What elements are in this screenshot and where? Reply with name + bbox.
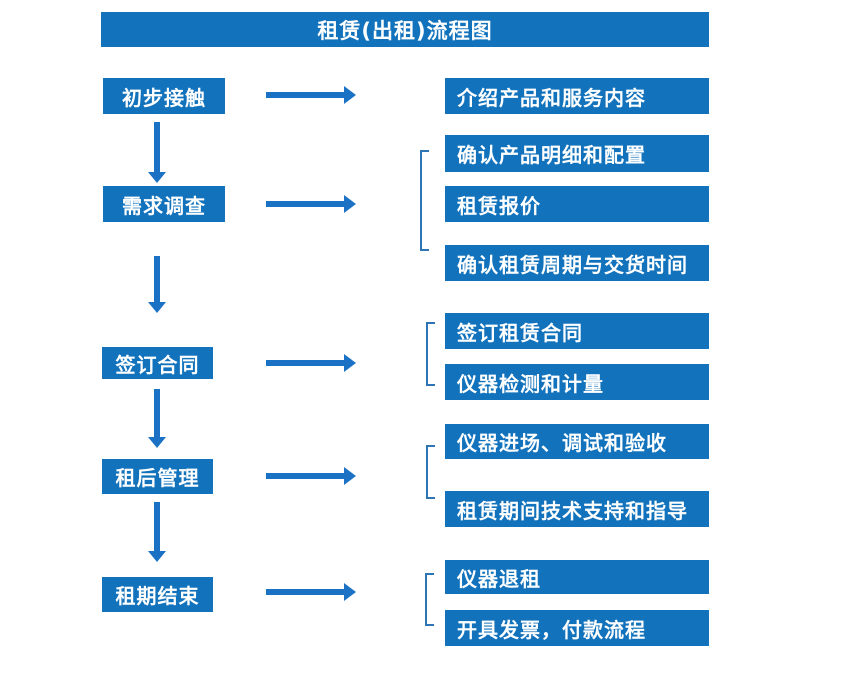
arrow-head — [148, 551, 166, 562]
arrow-shaft — [154, 256, 160, 302]
arrow-right-icon-row5 — [266, 583, 356, 601]
detail-box-invoice-payment: 开具发票，付款流程 — [445, 610, 709, 646]
group-bracket-sign-contract — [426, 322, 435, 386]
group-bracket-post-rental — [426, 445, 435, 499]
stage-box-demand-survey: 需求调查 — [103, 186, 225, 222]
arrow-head — [344, 86, 356, 104]
arrow-head — [344, 583, 356, 601]
arrow-head — [148, 302, 166, 313]
detail-box-sign-rental-contract: 签订租赁合同 — [445, 313, 709, 349]
arrow-head — [344, 354, 356, 372]
arrow-shaft — [266, 92, 344, 98]
arrow-head — [148, 172, 166, 183]
arrow-head — [344, 467, 356, 485]
detail-box-introduce-products-services: 介绍产品和服务内容 — [445, 78, 709, 114]
detail-box-instrument-return: 仪器退租 — [445, 560, 709, 594]
detail-box-confirm-product-details: 确认产品明细和配置 — [445, 135, 709, 172]
arrow-shaft — [266, 201, 344, 207]
group-bracket-rental-end — [425, 573, 434, 626]
flowchart-title: 租赁(出租)流程图 — [101, 12, 709, 47]
arrow-shaft — [154, 122, 160, 172]
group-bracket-demand-survey — [420, 150, 429, 251]
detail-box-rental-quotation: 租赁报价 — [445, 186, 709, 222]
arrow-shaft — [154, 389, 160, 437]
arrow-right-icon-row1 — [266, 86, 356, 104]
arrow-head — [148, 437, 166, 448]
detail-box-instrument-entry-commissioning: 仪器进场、调试和验收 — [445, 424, 709, 459]
stage-box-sign-contract: 签订合同 — [102, 347, 213, 379]
arrow-right-icon-row2 — [266, 195, 356, 213]
detail-box-confirm-rental-period-delivery: 确认租赁周期与交货时间 — [445, 245, 709, 281]
arrow-shaft — [154, 502, 160, 551]
detail-box-rental-tech-support: 租赁期间技术支持和指导 — [445, 491, 709, 527]
arrow-shaft — [266, 589, 344, 595]
stage-box-post-rental-management: 租后管理 — [102, 459, 213, 494]
arrow-right-icon-row3 — [266, 354, 356, 372]
arrow-shaft — [266, 360, 344, 366]
detail-box-instrument-inspection-measurement: 仪器检测和计量 — [445, 364, 709, 400]
arrow-head — [344, 195, 356, 213]
arrow-right-icon-row4 — [266, 467, 356, 485]
arrow-shaft — [266, 473, 344, 479]
stage-box-rental-end: 租期结束 — [102, 577, 213, 612]
stage-box-initial-contact: 初步接触 — [103, 78, 225, 114]
